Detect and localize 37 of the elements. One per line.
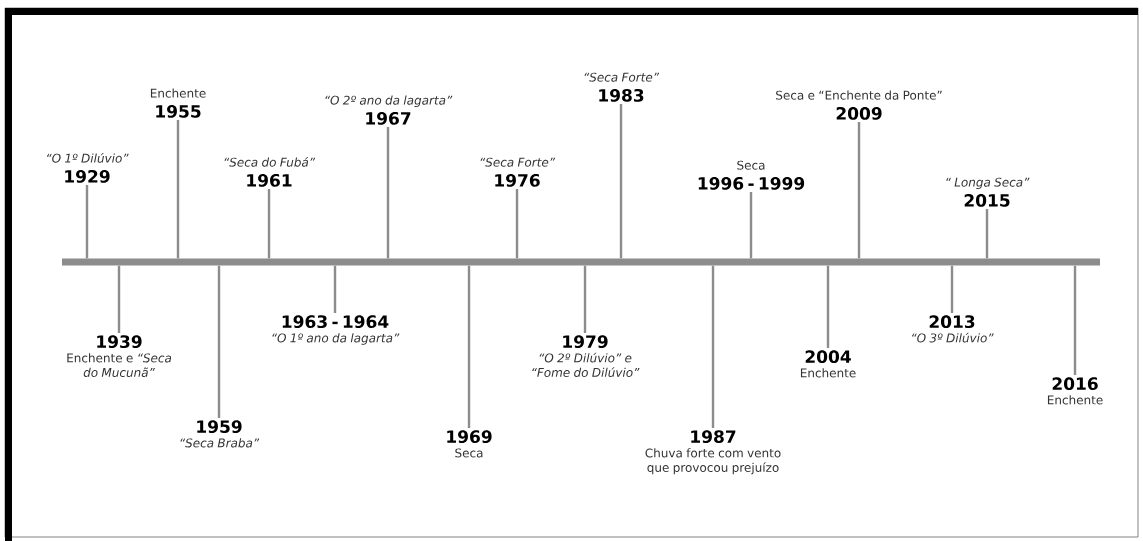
event-label: “Seca do Fubá” 1961 <box>224 156 316 187</box>
event-label: 1959 “Seca Braba” <box>180 420 260 448</box>
tick-line <box>583 265 587 333</box>
tick-line <box>85 185 89 259</box>
tick-line <box>711 265 715 428</box>
tick-line <box>176 120 180 259</box>
event-label: Enchente 1955 <box>150 88 206 118</box>
event-label: “Seca Forte” 1983 <box>584 72 660 102</box>
event-label: Seca 1996 - 1999 <box>698 160 805 190</box>
tick-line <box>950 265 954 313</box>
event-label: Seca e “Enchente da Ponte” 2009 <box>776 90 942 120</box>
tick-line <box>333 265 337 313</box>
tick-line <box>117 265 121 333</box>
event-label: “Seca Forte” 1976 <box>480 157 556 187</box>
event-label: 1969 Seca <box>447 430 492 458</box>
tick-line <box>386 127 390 259</box>
tick-line <box>826 265 830 348</box>
event-label: 1963 - 1964 “O 1º ano da lagarta” <box>272 315 400 345</box>
event-label: 2013 “O 3º Dilúvio” <box>912 315 994 343</box>
tick-line <box>1073 265 1077 375</box>
event-label: “O 2º ano da lagarta” 1967 <box>325 95 453 125</box>
event-label: 1979 “O 2º Dilúvio” e “Fome do Dilúvio” <box>532 335 640 377</box>
tick-line <box>217 265 221 418</box>
event-label: 2004 Enchente <box>800 350 856 378</box>
event-label: 2016 Enchente <box>1047 377 1103 405</box>
tick-line <box>515 189 519 259</box>
event-label: “ Longa Seca” 2015 <box>946 177 1030 207</box>
event-label: 1987 Chuva forte com vento que provocou prejuízo <box>645 430 781 475</box>
tick-line <box>749 192 753 259</box>
tick-line <box>857 122 861 259</box>
tick-line <box>619 104 623 259</box>
tick-line <box>985 209 989 259</box>
tick-line <box>267 189 271 259</box>
tick-line <box>467 265 471 428</box>
timeline-bar <box>62 258 1100 266</box>
event-label: 1939 Enchente e “Seca do Mucunã” <box>67 335 172 377</box>
event-label: “O 1º Dilúvio” 1929 <box>47 152 129 183</box>
